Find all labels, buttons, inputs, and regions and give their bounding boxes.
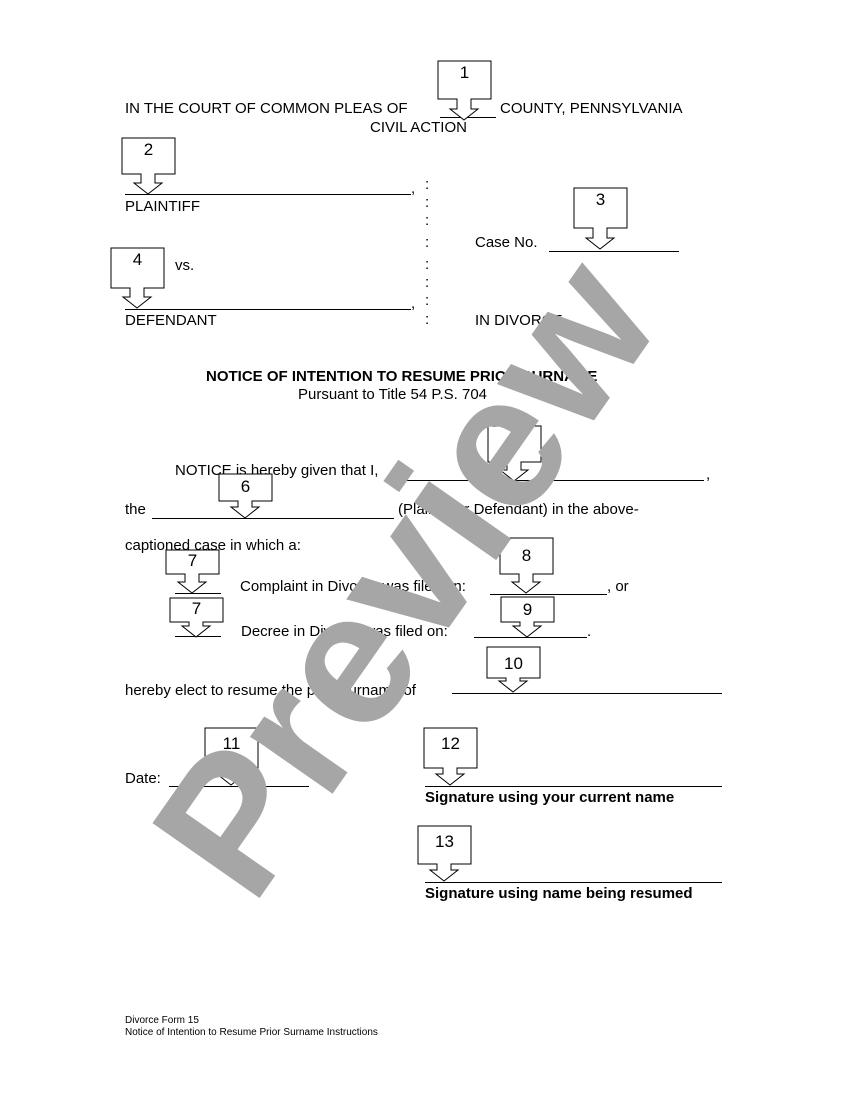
callout-number: 12 — [441, 734, 460, 753]
callout-arrow-icon — [204, 727, 259, 786]
callout-number: 11 — [222, 734, 241, 753]
plaintiff-or-defendant-text: (Plaintiff or Defendant) in the above- — [398, 501, 639, 518]
callout-arrow-icon — [110, 247, 165, 309]
decree-check-blank[interactable] — [175, 636, 221, 637]
complaint-text: Complaint in Divorce was filed on: — [240, 578, 466, 595]
colon: : — [425, 274, 430, 291]
callout-8: 8 — [499, 537, 554, 594]
callout-number: 7 — [187, 551, 198, 570]
colon: : — [425, 176, 430, 193]
plaintiff-blank[interactable] — [125, 194, 411, 195]
date-label: Date: — [125, 770, 161, 787]
in-divorce-label: IN DIVORCE — [475, 312, 563, 329]
callout-arrow-icon — [499, 537, 554, 594]
callout-number: 9 — [522, 600, 533, 619]
prior-surname-blank[interactable] — [452, 693, 722, 694]
vs-label: vs. — [175, 257, 195, 274]
callout-arrow-icon — [486, 646, 541, 693]
callout-number: 3 — [595, 190, 606, 209]
court-prefix: IN THE COURT OF COMMON PLEAS OF — [125, 100, 408, 117]
callout-arrow-icon — [165, 549, 220, 594]
plaintiff-label: PLAINTIFF — [125, 198, 201, 215]
callout-13: 13 — [417, 825, 472, 882]
colon: : — [425, 234, 430, 251]
notice-comma: , — [706, 466, 711, 483]
elect-text: hereby elect to resume the prior surname… — [125, 682, 416, 699]
callout-arrow-icon — [121, 137, 176, 195]
callout-arrow-icon — [573, 187, 628, 250]
colon: : — [425, 256, 430, 273]
callout-3: 3 — [573, 187, 628, 250]
callout-number: 1 — [459, 63, 470, 82]
callout-12: 12 — [423, 727, 478, 786]
the-word: the — [125, 501, 146, 518]
callout-arrow-icon — [218, 473, 273, 519]
callout-7b: 7 — [169, 597, 224, 638]
callout-2: 2 — [121, 137, 176, 195]
resumed-signature-label: Signature using name being resumed — [425, 885, 693, 902]
callout-number: 10 — [504, 654, 523, 673]
callout-1: 1 — [437, 60, 492, 121]
form-title: NOTICE OF INTENTION TO RESUME PRIOR SURN… — [206, 368, 598, 385]
notice-text: NOTICE is hereby given that I, — [175, 462, 379, 479]
current-signature-label: Signature using your current name — [425, 789, 675, 806]
callout-number: 2 — [143, 140, 154, 159]
case-no-blank[interactable] — [549, 251, 679, 252]
colon: : — [425, 311, 430, 328]
callout-5: 5 — [487, 425, 542, 482]
plaintiff-comma: , — [411, 180, 416, 197]
current-signature-line[interactable] — [425, 786, 722, 787]
colon: : — [425, 194, 430, 211]
form-subtitle: Pursuant to Title 54 P.S. 704 — [298, 386, 488, 403]
callout-arrow-icon — [500, 596, 555, 638]
decree-period: . — [587, 623, 592, 640]
callout-number: 5 — [509, 428, 520, 447]
callout-number: 8 — [521, 546, 532, 565]
callout-7a: 7 — [165, 549, 220, 594]
colon: : — [425, 292, 430, 309]
callout-number: 4 — [132, 250, 143, 269]
callout-number: 13 — [435, 832, 454, 851]
name-blank[interactable] — [404, 480, 704, 481]
footer-form-title: Notice of Intention to Resume Prior Surn… — [125, 1027, 378, 1038]
callout-arrow-icon — [423, 727, 478, 786]
defendant-label: DEFENDANT — [125, 312, 217, 329]
date-blank[interactable] — [169, 786, 309, 787]
defendant-blank[interactable] — [125, 309, 411, 310]
callout-arrow-icon — [169, 597, 224, 638]
case-no-label: Case No. — [475, 234, 538, 251]
colon: : — [425, 212, 430, 229]
complaint-date-blank[interactable] — [490, 594, 607, 595]
decree-date-blank[interactable] — [474, 637, 587, 638]
court-suffix: COUNTY, PENNSYLVANIA — [500, 100, 683, 117]
complaint-check-blank[interactable] — [175, 593, 221, 594]
decree-text: Decree in Divorce was filed on: — [241, 623, 448, 640]
callout-arrow-icon — [487, 425, 542, 482]
party-role-blank[interactable] — [152, 518, 394, 519]
callout-number: 6 — [240, 477, 251, 496]
callout-9: 9 — [500, 596, 555, 638]
footer-form-number: Divorce Form 15 — [125, 1015, 199, 1026]
or-text: , or — [607, 578, 629, 595]
resumed-signature-line[interactable] — [425, 882, 722, 883]
callout-6: 6 — [218, 473, 273, 519]
callout-number: 7 — [191, 599, 202, 618]
callout-11: 11 — [204, 727, 259, 786]
callout-arrow-icon — [417, 825, 472, 882]
callout-4: 4 — [110, 247, 165, 309]
civil-action: CIVIL ACTION — [370, 119, 467, 136]
defendant-comma: , — [411, 295, 416, 312]
county-blank[interactable] — [440, 117, 496, 118]
callout-arrow-icon — [437, 60, 492, 121]
callout-10: 10 — [486, 646, 541, 693]
